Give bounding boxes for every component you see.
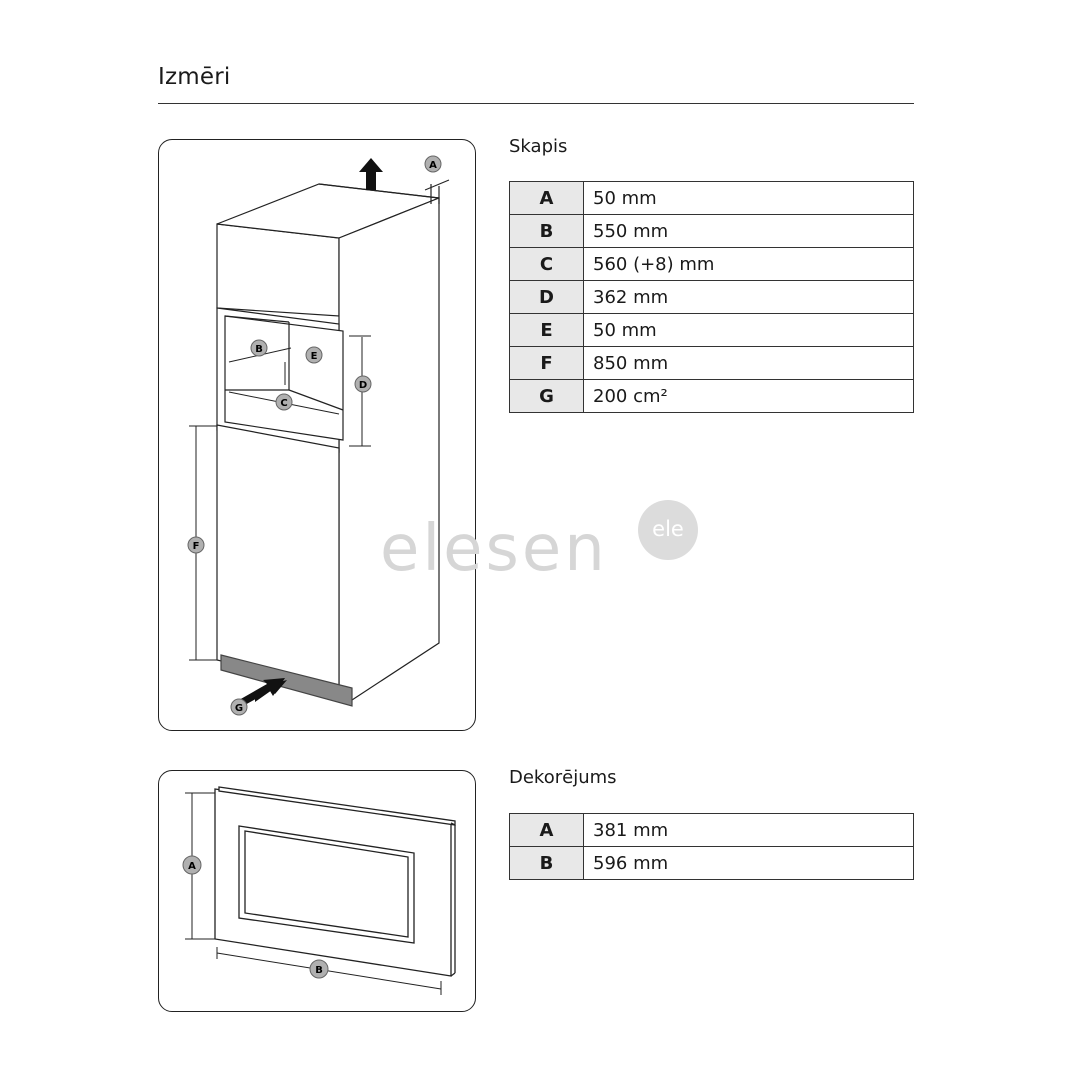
- page-title: Izmēri: [158, 64, 231, 90]
- vent-in-arrow: [239, 678, 285, 706]
- callout-d: D: [354, 375, 372, 393]
- svg-text:E: E: [311, 351, 318, 362]
- callout-c: C: [275, 393, 293, 411]
- callout-a: A: [424, 155, 442, 173]
- callout-f: F: [187, 536, 205, 554]
- trim-callout-a: A: [182, 855, 202, 875]
- cabinet-diagram-svg: A B E D C F G: [187, 155, 450, 716]
- svg-text:A: A: [188, 861, 196, 872]
- dimension-key: A: [509, 813, 584, 847]
- dimension-value: 381 mm: [583, 813, 914, 847]
- dimension-key: B: [509, 846, 584, 880]
- dimension-value: 550 mm: [583, 214, 914, 248]
- vent-up-arrow: [359, 158, 383, 190]
- dimension-key: B: [509, 214, 584, 248]
- dimension-value: 596 mm: [583, 846, 914, 880]
- title-divider: [158, 103, 914, 104]
- svg-text:C: C: [280, 398, 287, 409]
- callout-e: E: [305, 346, 323, 364]
- callout-b: B: [250, 339, 268, 357]
- svg-text:B: B: [315, 965, 323, 976]
- trim-diagram: A B: [158, 770, 476, 1012]
- dimension-key: G: [509, 379, 584, 413]
- watermark-logo: ele: [638, 500, 698, 560]
- trim-diagram-svg: A B: [182, 786, 456, 995]
- cabinet-diagram: A B E D C F G: [158, 139, 476, 731]
- dimension-value: 200 cm²: [583, 379, 914, 413]
- dimension-value: 850 mm: [583, 346, 914, 380]
- trim-callout-b: B: [309, 959, 329, 979]
- trim-heading: Dekorējums: [509, 767, 617, 788]
- callout-g: G: [230, 698, 248, 716]
- dimension-value: 560 (+8) mm: [583, 247, 914, 281]
- dimension-key: A: [509, 181, 584, 215]
- dimension-key: C: [509, 247, 584, 281]
- dimension-value: 50 mm: [583, 181, 914, 215]
- dimension-value: 50 mm: [583, 313, 914, 347]
- cabinet-heading: Skapis: [509, 136, 568, 157]
- dimension-value: 362 mm: [583, 280, 914, 314]
- dimension-key: F: [509, 346, 584, 380]
- svg-text:D: D: [359, 380, 367, 391]
- svg-text:B: B: [255, 344, 263, 355]
- dimension-key: D: [509, 280, 584, 314]
- watermark-text: elesen: [380, 512, 608, 586]
- svg-text:F: F: [193, 541, 200, 552]
- svg-text:G: G: [235, 703, 243, 714]
- dimension-key: E: [509, 313, 584, 347]
- svg-text:A: A: [429, 160, 437, 171]
